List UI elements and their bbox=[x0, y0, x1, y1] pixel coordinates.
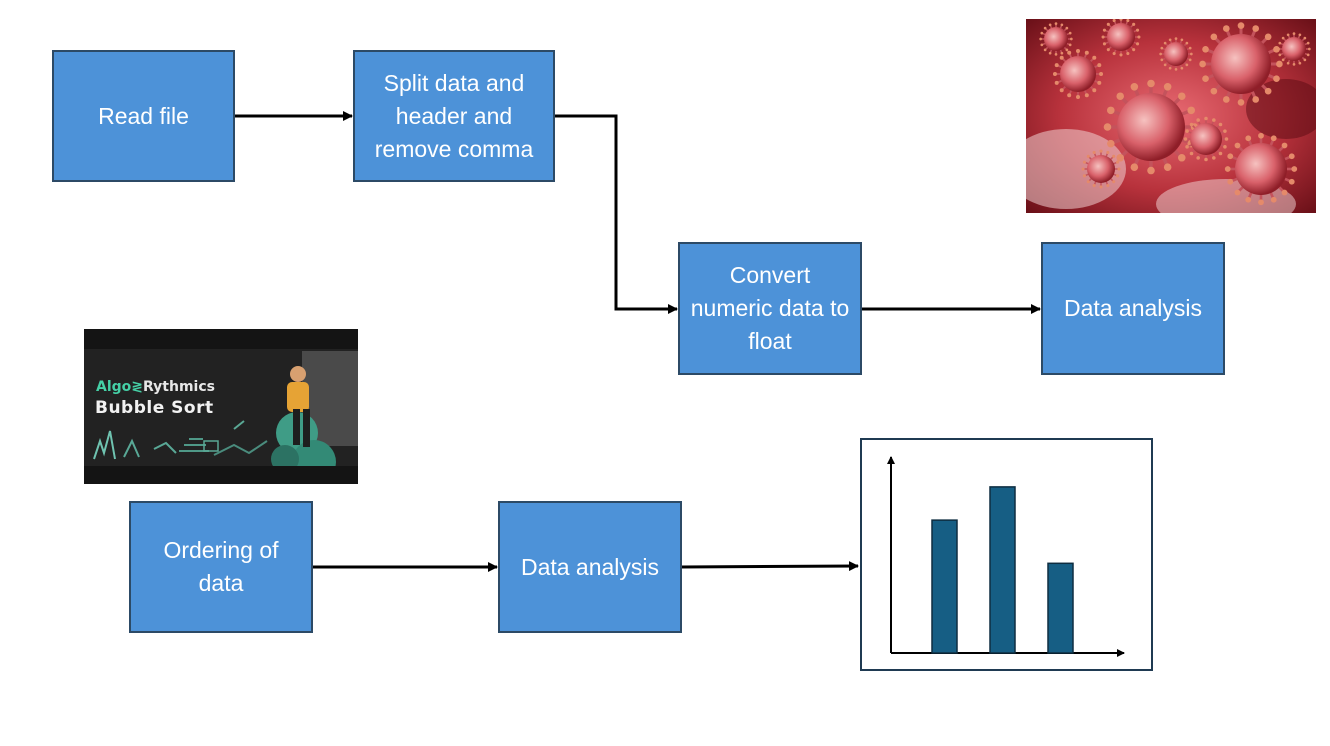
virus-particle bbox=[1103, 79, 1199, 175]
virus-particle bbox=[1052, 48, 1104, 100]
node-read-file-label: Read file bbox=[98, 102, 189, 129]
chart-bar bbox=[989, 486, 1016, 654]
thumbnail-bottom-bar bbox=[84, 466, 358, 484]
chart-bar bbox=[1047, 562, 1074, 654]
arrow-analysis-to-chart bbox=[680, 561, 859, 572]
node-convert: Convert numeric data to float bbox=[678, 242, 862, 375]
node-ordering: Ordering of data bbox=[129, 501, 313, 633]
bar-chart bbox=[887, 456, 1125, 657]
node-data-analysis-top: Data analysis bbox=[1041, 242, 1225, 375]
virus-image bbox=[1026, 19, 1316, 213]
node-split-data: Split data and header and remove comma bbox=[353, 50, 555, 182]
virus-particle bbox=[1039, 22, 1073, 56]
virus-particle bbox=[1101, 19, 1141, 57]
node-data-analysis-bottom-label: Data analysis bbox=[520, 553, 660, 580]
node-data-analysis-top-label: Data analysis bbox=[1063, 295, 1203, 321]
node-read-file: Read file bbox=[52, 50, 235, 182]
thumbnail-top-bar bbox=[84, 329, 358, 349]
virus-particle bbox=[1199, 22, 1283, 106]
node-split-data-label: Split data and header and remove comma bbox=[374, 69, 534, 162]
thumbnail-brand-a: Algo bbox=[96, 379, 132, 395]
node-convert-label: Convert numeric data to float bbox=[690, 262, 850, 354]
thumbnail-brand-glyph: ≷ bbox=[131, 379, 144, 395]
bubble-sort-thumbnail: Algo≷Rythmics Bubble Sort bbox=[84, 329, 358, 484]
bar-chart-frame bbox=[860, 438, 1153, 671]
thumbnail-title: Bubble Sort bbox=[95, 398, 214, 418]
virus-particle bbox=[1159, 37, 1193, 71]
virus-particle bbox=[1183, 116, 1229, 162]
chart-bar bbox=[931, 519, 958, 654]
thumbnail-brand: Algo≷Rythmics bbox=[96, 379, 215, 395]
virus-particle bbox=[1277, 32, 1311, 66]
node-data-analysis-bottom: Data analysis bbox=[498, 501, 682, 633]
thumbnail-brand-b: Rythmics bbox=[143, 379, 215, 395]
virus-particle bbox=[1081, 149, 1121, 189]
arrow-split-to-convert bbox=[554, 114, 678, 314]
virus-particle bbox=[1224, 132, 1298, 206]
node-ordering-label: Ordering of data bbox=[163, 537, 279, 596]
